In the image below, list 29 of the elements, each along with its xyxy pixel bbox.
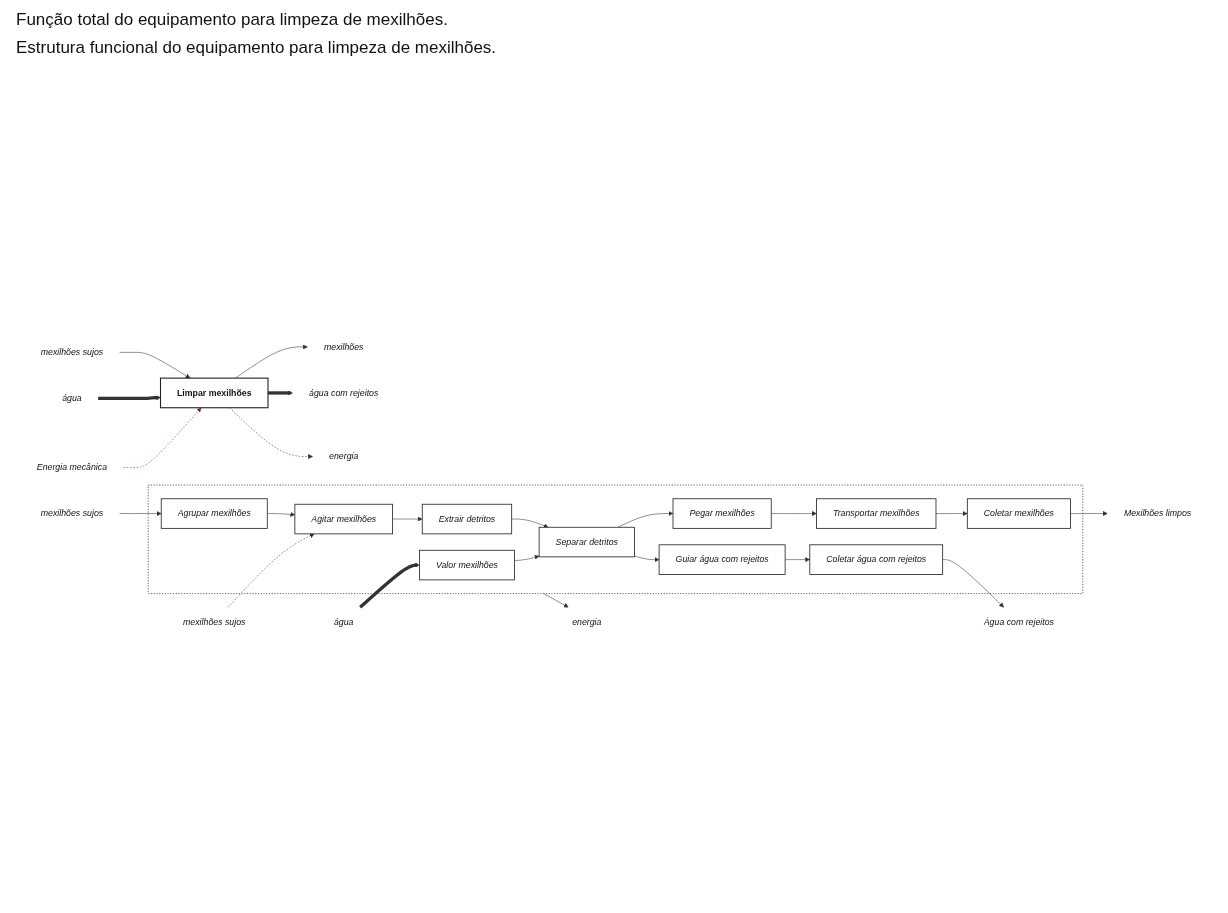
node-text: Água com rejeitos (983, 617, 1054, 627)
arrow (98, 395, 161, 401)
node-box: Guiar água com rejeitos (658, 544, 786, 575)
node-text: água com rejeitos (309, 388, 379, 398)
node-text: mexilhões sujos (183, 617, 246, 627)
node-text: energia (572, 617, 602, 627)
diagram-title: Função total do equipamento para limpeza de mexilhões. (16, 10, 449, 30)
node-box: Agrupar mexilhões (160, 498, 268, 529)
node-text: mexilhões (323, 341, 364, 352)
node-text: mexilhões sujos (40, 347, 104, 357)
node-box: Agitar mexilhões (294, 503, 394, 535)
node-box: Coletar mexilhões (966, 498, 1071, 529)
node-box: Separar detritos (538, 526, 635, 558)
node-box: Limpar mexilhões (159, 377, 269, 409)
node-box: Transportar mexilhões (816, 498, 937, 529)
node-box: Valor mexilhões (419, 549, 515, 581)
node-text: água (62, 393, 82, 403)
arrow (268, 390, 293, 396)
node-text: Mexilhões limpos (1123, 508, 1192, 518)
node-box: Pegar mexilhões (672, 498, 772, 529)
arrow (359, 562, 420, 609)
cluster (147, 484, 1084, 594)
node-text: energia (329, 451, 359, 461)
section-heading: Estrutura funcional do equipamento para limpeza de mexilhões. (16, 38, 498, 58)
node-text: água (333, 617, 354, 627)
node-text: mexilhões sujos (40, 508, 104, 518)
node-box: Extrair detritos (421, 503, 513, 535)
node-text: Energia mecânica (36, 462, 108, 472)
node-box: Coletar água com rejeitos (809, 544, 944, 575)
